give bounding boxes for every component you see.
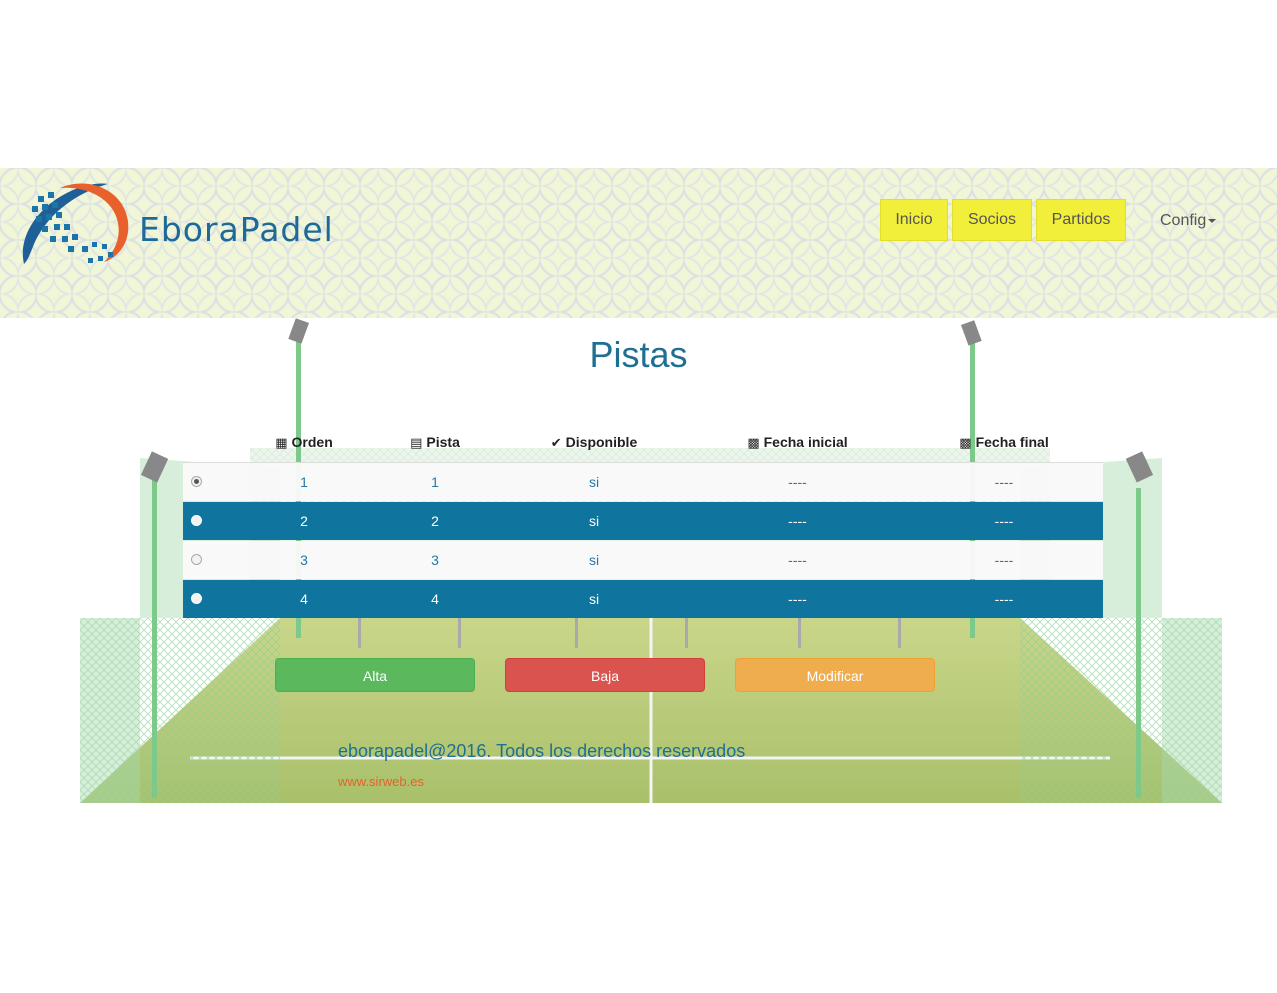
table-row[interactable]: 4 4 si ---- ---- [183,580,1103,618]
cell-fecha-inicial: ---- [788,591,807,607]
table-row[interactable]: 1 1 si ---- ---- [183,463,1103,501]
cell-disponible: si [588,591,600,607]
cell-fecha-final: ---- [994,474,1014,490]
nav-config-label: Config [1160,212,1207,229]
column-header-fecha-inicial[interactable]: ▩Fecha inicial [747,434,848,451]
nav-socios[interactable]: Socios [952,199,1032,241]
column-header-disponible[interactable]: ✔Disponible [550,434,638,451]
table-row[interactable]: 3 3 si ---- ---- [183,541,1103,579]
eborapadel-logo[interactable] [12,174,372,274]
row-select-radio[interactable] [191,515,202,526]
header-pattern [0,168,1277,318]
brand-name: EboraPadel [139,210,334,249]
table-row[interactable]: 2 2 si ---- ---- [183,502,1103,540]
row-select-radio[interactable] [191,554,202,565]
caret-down-icon [1208,218,1217,223]
cell-fecha-final: ---- [994,552,1014,568]
calendar-icon: ▩ [959,436,972,451]
nav-inicio[interactable]: Inicio [880,199,948,241]
cell-pista: 3 [431,552,439,568]
cell-pista: 4 [431,591,439,607]
cell-orden: 1 [300,474,308,490]
calendar-icon: ▩ [747,436,760,451]
nav-partidos[interactable]: Partidos [1036,199,1126,241]
cell-disponible: si [588,513,600,529]
footer-copyright: eborapadel@2016. Todos los derechos rese… [338,741,746,761]
row-select-radio[interactable] [191,476,202,487]
column-header-orden[interactable]: ▦Orden [275,434,333,451]
nav-config-dropdown[interactable]: Config [1160,212,1217,230]
footer-link[interactable]: www.sirweb.es [338,774,424,789]
cell-fecha-inicial: ---- [788,552,807,568]
cell-fecha-inicial: ---- [788,513,807,529]
page-title: Pistas [589,334,688,375]
site-header [0,168,1277,318]
modificar-button[interactable]: Modificar [735,658,935,692]
alta-button[interactable]: Alta [275,658,475,692]
cell-disponible: si [588,474,600,490]
column-header-fecha-final[interactable]: ▩Fecha final [959,434,1049,451]
baja-button[interactable]: Baja [505,658,705,692]
column-header-pista[interactable]: ▤Pista [410,434,460,451]
cell-pista: 1 [431,474,439,490]
cell-fecha-inicial: ---- [788,474,807,490]
cell-disponible: si [588,552,600,568]
cell-fecha-final: ---- [994,591,1014,607]
document-icon: ▤ [410,436,423,451]
cell-pista: 2 [431,513,439,529]
cell-fecha-final: ---- [994,513,1014,529]
check-icon: ✔ [550,436,562,451]
cell-orden: 4 [300,591,308,607]
cell-orden: 2 [300,513,308,529]
row-select-radio[interactable] [191,593,202,604]
list-icon: ▦ [275,436,288,451]
cell-orden: 3 [300,552,308,568]
